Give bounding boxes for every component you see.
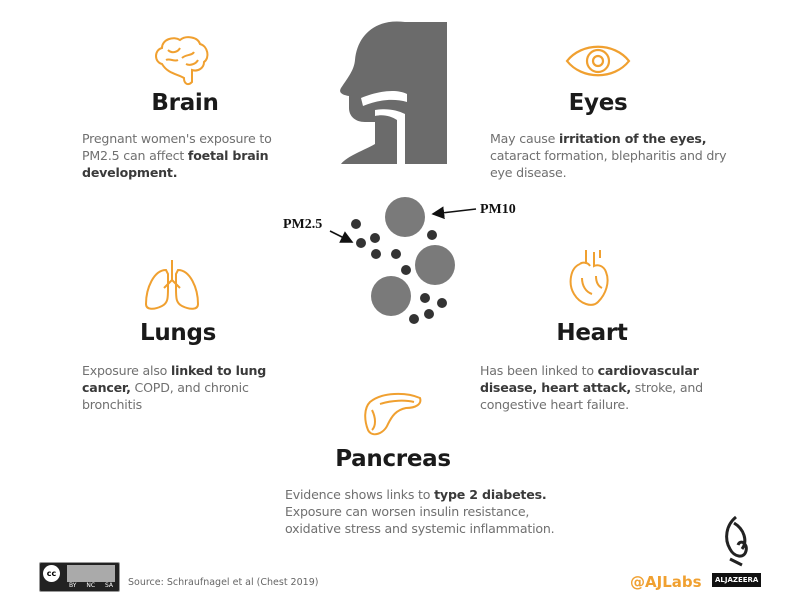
license-terms: BY NC SA: [64, 582, 118, 589]
brain-desc-bold: foetal brain development.: [82, 148, 269, 180]
lungs-heading: Lungs: [139, 320, 217, 346]
eye-icon: [565, 45, 631, 77]
pm25-particle: [401, 265, 411, 275]
pm10-particle: [385, 197, 425, 237]
eyes-desc-text: cataract formation, blepharitis and dry …: [490, 148, 727, 180]
lungs-description: Exposure also linked to lung cancer, COP…: [82, 362, 292, 413]
pm25-arrow: [329, 230, 354, 243]
eyes-description: May cause irritation of the eyes, catara…: [490, 130, 730, 181]
pm25-particle: [391, 249, 401, 259]
brain-heading: Brain: [151, 90, 219, 116]
lungs-desc-text: COPD, and chronic bronchitis: [82, 380, 249, 412]
cc-license-badge[interactable]: cc BY NC SA: [39, 562, 120, 592]
heart-description: Has been linked to cardiovascular diseas…: [480, 362, 740, 413]
aljazeera-brand: ALJAZEERA: [712, 573, 762, 587]
brain-icon: [155, 36, 209, 86]
pm25-particle: [409, 314, 419, 324]
license-sa: SA: [104, 582, 114, 589]
pm25-label: PM2.5: [283, 217, 323, 232]
heart-desc-text: Has been linked to: [480, 363, 598, 378]
eyes-desc-bold: irritation of the eyes,: [558, 131, 707, 146]
pm25-particle: [351, 219, 361, 229]
lungs-desc-bold: linked to lung cancer,: [82, 363, 267, 395]
heart-icon: [569, 250, 609, 306]
pm10-particles: [371, 197, 455, 316]
license-icons: [67, 565, 115, 582]
pm25-particle: [356, 238, 366, 248]
brain-description: Pregnant women's exposure to PM2.5 can a…: [82, 130, 297, 181]
heart-heading: Heart: [556, 320, 628, 346]
cc-icon: cc: [43, 565, 60, 582]
pancreas-icon: [364, 392, 422, 436]
pm10-particle: [415, 245, 455, 285]
pm25-particle: [420, 293, 430, 303]
pancreas-desc-bold: type 2 diabetes.: [434, 487, 547, 502]
pm10-particle: [371, 276, 411, 316]
pm25-particle: [370, 233, 380, 243]
ajlabs-handle[interactable]: @AJLabs: [630, 573, 702, 591]
pm25-particle: [437, 298, 447, 308]
license-by: BY: [68, 582, 77, 589]
pancreas-description: Evidence shows links to type 2 diabetes.…: [285, 486, 565, 537]
pm25-particle: [427, 230, 437, 240]
eyes-desc-text: May cause: [490, 131, 559, 146]
brain-desc-text: Pregnant women's exposure to PM2.5 can a…: [82, 131, 272, 163]
license-nc: NC: [86, 582, 96, 589]
heart-desc-bold: cardiovascular disease, heart attack,: [480, 363, 699, 395]
heart-desc-text: stroke, and congestive heart failure.: [480, 380, 703, 412]
head-silhouette-icon: [340, 21, 447, 165]
pancreas-desc-text: Exposure can worsen insulin resistance, …: [285, 504, 555, 536]
pm10-label: PM10: [480, 202, 516, 217]
pancreas-desc-text: Evidence shows links to: [285, 487, 435, 502]
pm25-particle: [371, 249, 381, 259]
lungs-icon: [144, 260, 200, 310]
source-citation: Source: Schraufnagel et al (Chest 2019): [128, 577, 319, 588]
pm10-arrow: [431, 206, 477, 220]
pm25-particles: [351, 219, 447, 324]
eyes-heading: Eyes: [568, 90, 628, 116]
aljazeera-logo-icon: [725, 515, 748, 567]
pancreas-heading: Pancreas: [335, 446, 451, 472]
lungs-desc-text: Exposure also: [82, 363, 171, 378]
pm25-particle: [424, 309, 434, 319]
